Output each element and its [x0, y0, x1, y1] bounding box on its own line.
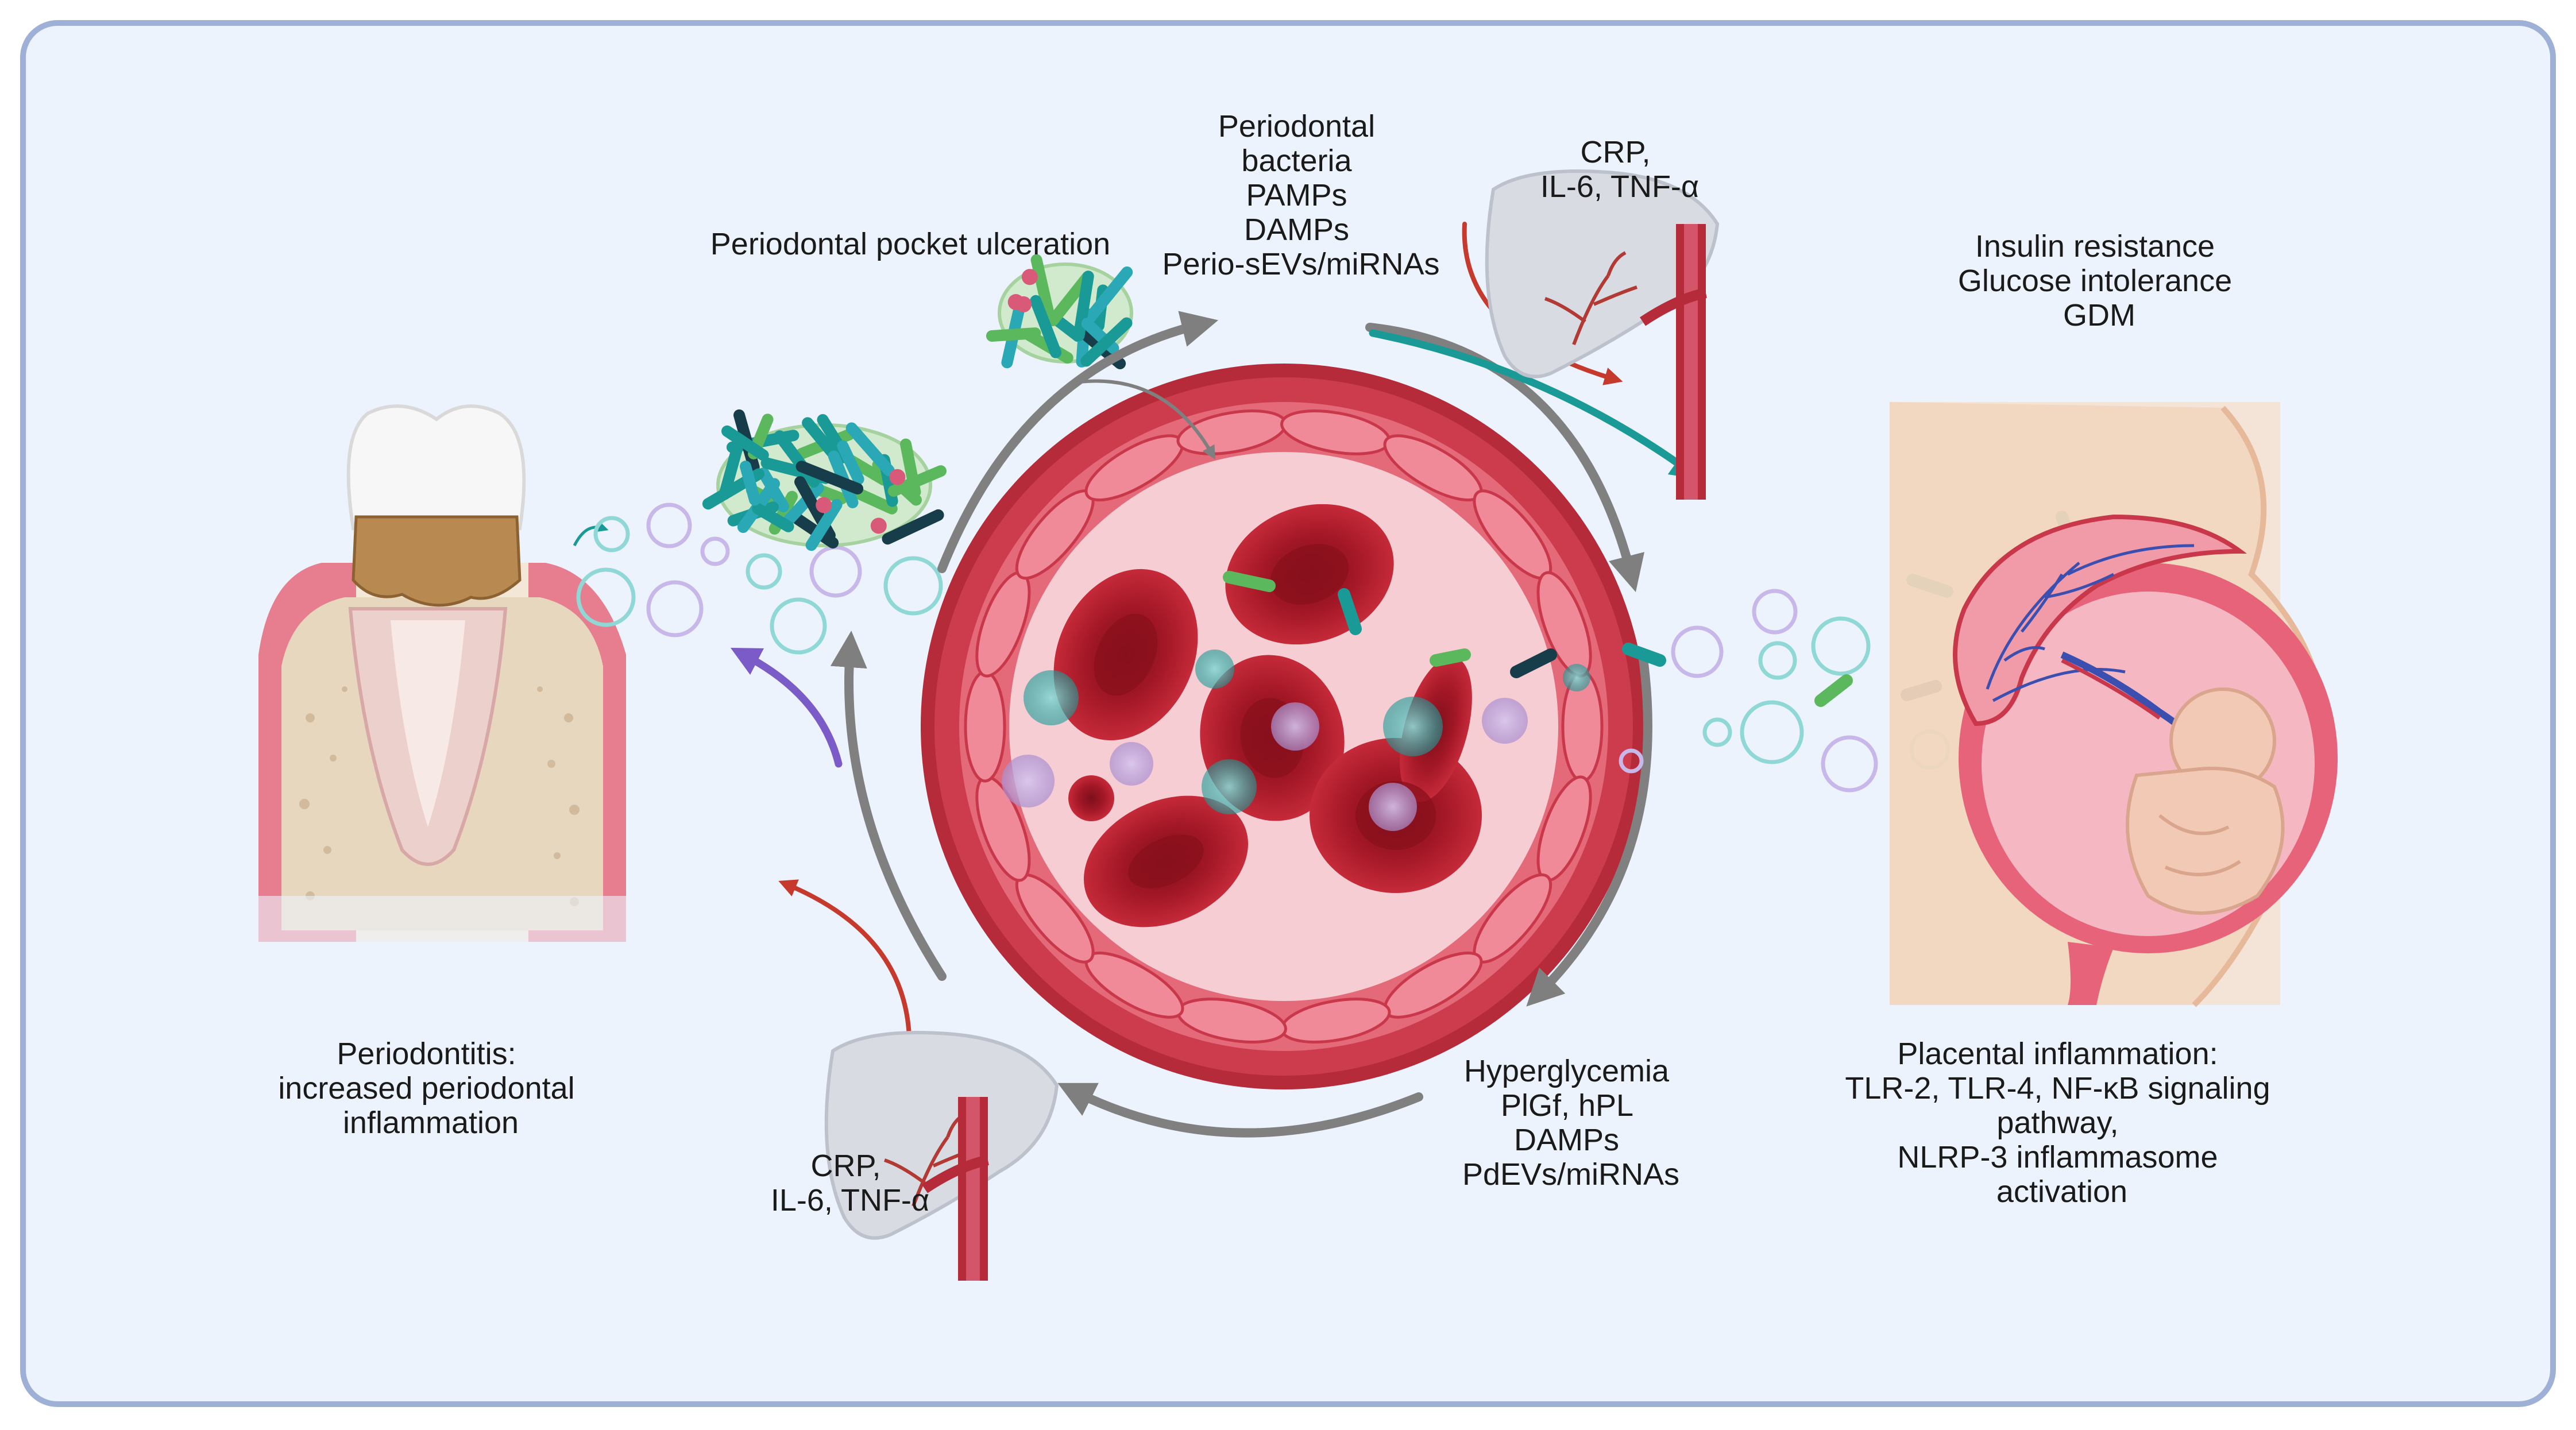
- label-placental-products-4: PdEVs/miRNAs: [1462, 1157, 1679, 1192]
- teal-arrow: [1369, 329, 1701, 480]
- fetus-icon: [2126, 687, 2285, 915]
- cycle-arrows: [830, 311, 1652, 1138]
- label-placental-products-1: Hyperglycemia: [1464, 1054, 1670, 1088]
- label-placental-inflammation-4: NLRP-3 inflammasome: [1897, 1140, 2218, 1174]
- placenta-icon: [1953, 514, 2247, 726]
- label-periodontitis-2: increased periodontal: [278, 1071, 574, 1106]
- liver-icon: [824, 1031, 1059, 1281]
- svg-text:CRP, IL-6, TNF-α: CRP, IL-6, TNF-α: [1540, 135, 1699, 204]
- svg-text:Insulin resistance Glucose: Insulin resistance Glucose intolerance G…: [1958, 229, 2241, 333]
- label-metabolic-3: GDM: [2063, 298, 2135, 333]
- purple-arrow: [730, 648, 843, 768]
- label-metabolic-1: Insulin resistance: [1975, 229, 2215, 264]
- label-periodontitis-1: Periodontitis:: [337, 1037, 516, 1071]
- blood-vessel-icon: [921, 364, 1647, 1089]
- label-metabolic-2: Glucose intolerance: [1958, 264, 2232, 298]
- svg-text:Periodontal bacteria P: Periodontal bacteria PAMPs DAMPs Perio-s…: [1162, 109, 1439, 281]
- svg-text:Hyperglycemia PlGf, hPL: Hyperglycemia PlGf, hPL DAMPs PdEVs/miRN…: [1462, 1054, 1679, 1192]
- pregnant-abdomen-icon: [1890, 402, 2338, 1007]
- label-perio-line-5: Perio-sEVs/miRNAs: [1162, 247, 1439, 281]
- label-liver-bottom-1: CRP,: [810, 1149, 880, 1183]
- label-placental-inflammation-3: pathway,: [1996, 1106, 2118, 1140]
- arrow-to-circulation: [1079, 379, 1215, 460]
- tooth-icon: [253, 404, 632, 948]
- label-liver-top-2: IL-6, TNF-α: [1540, 169, 1699, 204]
- liver-icon: [1485, 169, 1720, 500]
- label-placental-products-2: PlGf, hPL: [1501, 1088, 1633, 1123]
- label-perio-line-2: bacteria: [1241, 144, 1352, 178]
- svg-text:Periodontal pocket ulceration: Periodontal pocket ulceration: [710, 227, 1110, 261]
- vesicle-icon: [576, 503, 943, 655]
- label-placental-products-3: DAMPs: [1514, 1123, 1619, 1157]
- label-placental-inflammation-5: activation: [1996, 1174, 2127, 1209]
- svg-text:CRP, IL-6, TNF-α: CRP, IL-6, TNF-α: [771, 1149, 929, 1218]
- label-placental-inflammation-1: Placental inflammation:: [1897, 1037, 2218, 1071]
- label-perio-line-3: PAMPs: [1246, 178, 1347, 212]
- svg-text:Placental inflammation: TL: Placental inflammation: TLR-2, TLR-4, NF…: [1845, 1037, 2278, 1209]
- svg-text:Periodontitis: increased p: Periodontitis: increased periodontal inf…: [278, 1037, 583, 1140]
- label-perio-line-4: DAMPs: [1244, 212, 1349, 247]
- label-placental-inflammation-2: TLR-2, TLR-4, NF-κB signaling: [1845, 1071, 2270, 1106]
- label-perio-line-1: Periodontal: [1218, 109, 1375, 144]
- endothelial-cell: [964, 670, 1006, 783]
- label-periodontitis-3: inflammation: [343, 1106, 519, 1140]
- label-liver-bottom-2: IL-6, TNF-α: [771, 1183, 929, 1218]
- label-pocket-ulceration: Periodontal pocket ulceration: [710, 227, 1110, 261]
- label-liver-top-1: CRP,: [1580, 135, 1650, 169]
